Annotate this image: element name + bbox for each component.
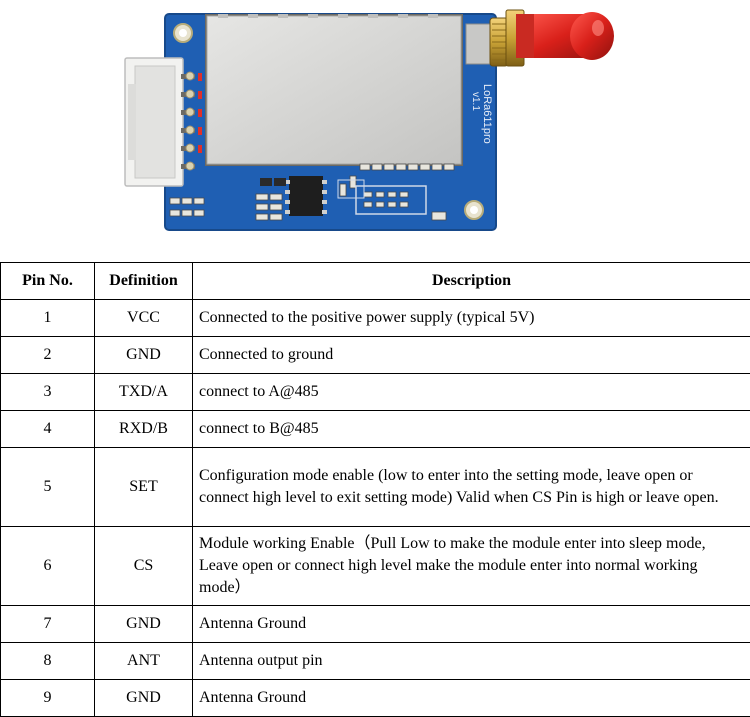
table-row: 8 ANT Antenna output pin (1, 643, 750, 680)
pin-description: Connected to the positive power supply (… (193, 300, 750, 337)
pin-description: Antenna Ground (193, 680, 750, 717)
table-row: 7 GND Antenna Ground (1, 606, 750, 643)
table-header-row: Pin No. Definition Description (1, 263, 750, 300)
pin-definition: TXD/A (95, 374, 193, 411)
table-row: 2 GND Connected to ground (1, 337, 750, 374)
pin-description: Module working Enable（Pull Low to make t… (193, 527, 750, 606)
pin-number: 9 (1, 680, 95, 717)
pin-description: Antenna Ground (193, 606, 750, 643)
header-definition: Definition (95, 263, 193, 300)
pin-definition: RXD/B (95, 411, 193, 448)
table-row: 6 CS Module working Enable（Pull Low to m… (1, 527, 750, 606)
pin-description: Connected to ground (193, 337, 750, 374)
pin-definition: GND (95, 337, 193, 374)
pin-description: Configuration mode enable (low to enter … (193, 448, 750, 527)
pin-definition-table: Pin No. Definition Description 1 VCC Con… (0, 262, 750, 717)
pin-number: 6 (1, 527, 95, 606)
pin-definition: CS (95, 527, 193, 606)
pin-number: 4 (1, 411, 95, 448)
table-row: 9 GND Antenna Ground (1, 680, 750, 717)
pin-number: 1 (1, 300, 95, 337)
pin-number: 7 (1, 606, 95, 643)
pin-definition: VCC (95, 300, 193, 337)
pin-number: 8 (1, 643, 95, 680)
table-row: 1 VCC Connected to the positive power su… (1, 300, 750, 337)
pin-number: 2 (1, 337, 95, 374)
pin-definition: GND (95, 680, 193, 717)
pin-description: connect to B@485 (193, 411, 750, 448)
header-pin-no: Pin No. (1, 263, 95, 300)
pin-number: 5 (1, 448, 95, 527)
pin-description: connect to A@485 (193, 374, 750, 411)
antenna (516, 12, 614, 60)
pin-definition: SET (95, 448, 193, 527)
pin-definition: ANT (95, 643, 193, 680)
pin-number: 3 (1, 374, 95, 411)
header-description: Description (193, 263, 750, 300)
silkscreen-model: LoRa611pro (481, 84, 493, 144)
module-photo: LoRa611pro v1.1 (0, 0, 750, 262)
pin-description: Antenna output pin (193, 643, 750, 680)
table-row: 5 SET Configuration mode enable (low to … (1, 448, 750, 527)
silkscreen-version: v1.1 (470, 92, 481, 111)
pin-definition: GND (95, 606, 193, 643)
table-row: 3 TXD/A connect to A@485 (1, 374, 750, 411)
table-row: 4 RXD/B connect to B@485 (1, 411, 750, 448)
rf-shield-can (205, 14, 463, 166)
